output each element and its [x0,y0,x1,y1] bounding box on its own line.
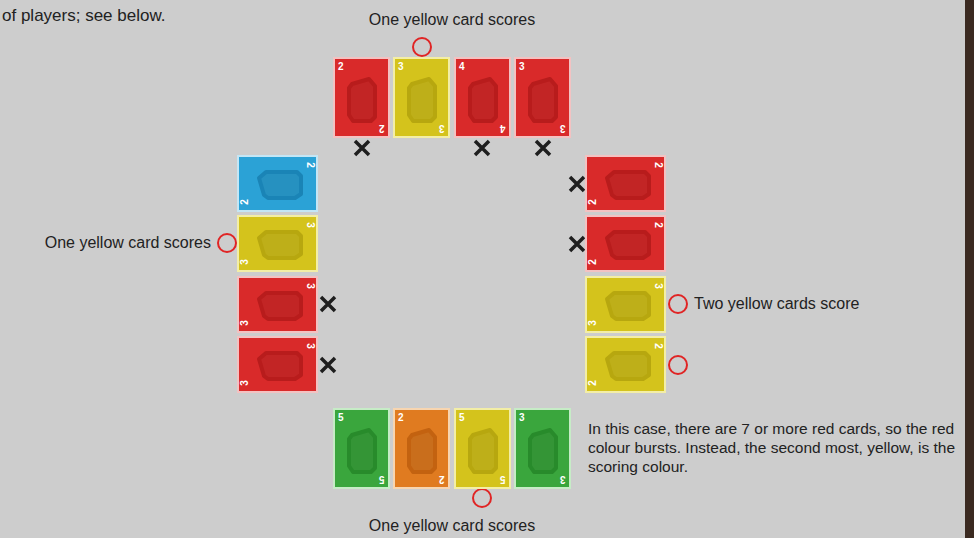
card-emblem [409,430,435,472]
card-number: 2 [588,199,598,205]
card-emblem [259,232,301,258]
card-number: 5 [338,413,344,423]
card-number: 3 [305,343,315,349]
card-number: 3 [240,380,250,386]
card-number: 3 [240,320,250,326]
card-number: 5 [379,474,385,484]
card-emblem [607,232,649,258]
card-art [239,217,316,270]
card-art [239,278,316,331]
card-art [239,338,316,391]
card-number: 2 [588,380,598,386]
game-card: 33 [237,215,318,272]
card-number: 2 [653,162,663,168]
game-card: 22 [237,155,318,212]
game-card: 22 [393,408,450,489]
card-number: 3 [519,62,525,72]
game-card: 33 [514,408,571,489]
card-emblem [470,430,496,472]
card-number: 2 [588,259,598,265]
card-emblem [409,79,435,121]
cross-mark [536,141,550,155]
card-number: 2 [240,199,250,205]
caption-label: One yellow card scores [252,516,652,535]
card-number: 2 [653,222,663,228]
card-number: 5 [459,413,465,423]
card-number: 3 [305,283,315,289]
game-card: 33 [585,276,666,333]
game-card: 22 [585,155,666,212]
card-number: 2 [379,123,385,133]
cross-mark [570,237,584,251]
card-number: 3 [653,283,663,289]
card-emblem [530,79,556,121]
game-card: 22 [585,336,666,393]
card-emblem [259,293,301,319]
card-number: 2 [653,343,663,349]
game-card: 33 [237,276,318,333]
score-circle [413,38,431,56]
card-number: 4 [459,62,465,72]
score-circle [669,356,687,374]
card-art [587,157,664,210]
score-circle [473,489,491,507]
card-emblem [259,172,301,198]
card-number: 3 [439,123,445,133]
game-card: 22 [585,215,666,272]
card-number: 2 [439,474,445,484]
game-card: 22 [333,57,390,138]
caption-label: One yellow card scores [45,233,211,252]
card-emblem [349,430,375,472]
card-emblem [530,430,556,472]
card-number: 2 [398,413,404,423]
score-circle [218,234,236,252]
score-circle [669,295,687,313]
cross-mark [570,177,584,191]
cross-mark [355,141,369,155]
card-number: 3 [560,474,566,484]
game-card: 55 [333,408,390,489]
cross-mark [475,141,489,155]
card-number: 5 [500,474,506,484]
caption-label: of players; see below. [2,6,165,25]
cross-mark [321,297,335,311]
card-number: 3 [398,62,404,72]
card-number: 3 [240,259,250,265]
cross-marks [321,141,584,372]
card-emblem [470,79,496,121]
game-card: 33 [393,57,450,138]
game-card: 33 [514,57,571,138]
card-number: 2 [305,162,315,168]
game-card: 55 [454,408,511,489]
edge-strip [965,0,974,538]
game-card: 33 [237,336,318,393]
card-number: 3 [305,222,315,228]
explanation-note: In this case, there are 7 or more red ca… [588,419,960,476]
card-number: 3 [519,413,525,423]
card-emblem [607,293,649,319]
card-emblem [259,353,301,379]
cross-mark [321,358,335,372]
card-art [587,217,664,270]
card-emblem [349,79,375,121]
card-art [587,338,664,391]
caption-label: One yellow card scores [252,10,652,29]
card-number: 2 [338,62,344,72]
card-emblem [607,353,649,379]
card-art [587,278,664,331]
card-number: 3 [560,123,566,133]
card-number: 4 [500,123,506,133]
game-card: 44 [454,57,511,138]
card-art [239,157,316,210]
card-emblem [607,172,649,198]
caption-label: Two yellow cards score [694,294,859,313]
card-number: 3 [588,320,598,326]
